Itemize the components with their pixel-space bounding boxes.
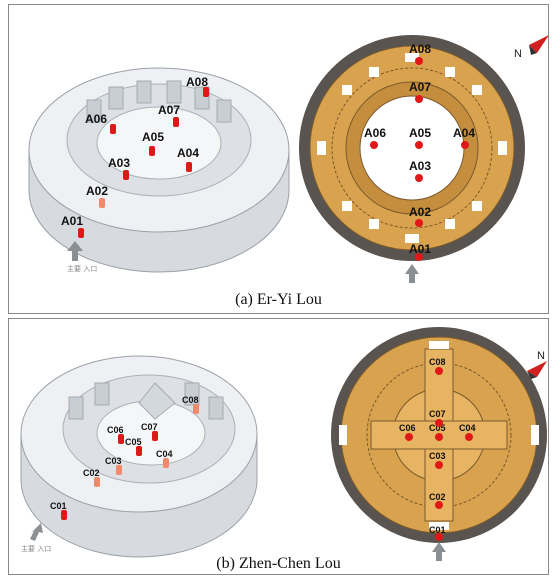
- sensor-label: C03: [429, 451, 446, 461]
- sensor-marker: [123, 170, 129, 180]
- sensor-label: A07: [409, 80, 431, 94]
- er-yi-lou-plan-markers: A01 A02 A03 A04 A05 A06 A07 A08: [364, 42, 475, 261]
- sensor-label: C01: [50, 501, 67, 511]
- sensor-label: C04: [459, 423, 476, 433]
- sensor-marker: [78, 228, 84, 238]
- entrance-text: 主要 入口: [21, 544, 51, 553]
- sensor-label: A05: [409, 126, 431, 140]
- sensor-label: A03: [108, 156, 130, 170]
- sensor-label: C05: [429, 423, 446, 433]
- er-yi-lou-plan: [299, 35, 525, 261]
- sensor-marker: [370, 141, 378, 149]
- sensor-label: C08: [182, 395, 199, 405]
- sensor-label: C06: [399, 423, 416, 433]
- sensor-label: C03: [105, 456, 122, 466]
- er-yi-lou-axonometric: [28, 67, 290, 273]
- north-arrow-icon: N: [514, 35, 549, 60]
- sensor-label: C04: [156, 449, 173, 459]
- sensor-marker: [99, 198, 105, 208]
- caption-a: (a) Er-Yi Lou: [235, 291, 322, 308]
- sensor-marker: [415, 141, 423, 149]
- sensor-marker: [415, 57, 423, 65]
- caption-b: (b) Zhen-Chen Lou: [216, 555, 341, 572]
- sensor-marker: [435, 433, 443, 441]
- sensor-marker: [173, 117, 179, 127]
- sensor-marker: [116, 465, 122, 475]
- sensor-label: A02: [409, 205, 431, 219]
- entrance-arrow-icon: [432, 542, 446, 561]
- north-label: N: [514, 48, 522, 60]
- sensor-marker: [61, 510, 67, 520]
- zhen-chen-lou-plan-markers: C01 C02 C03 C04 C05 C06 C07 C08: [399, 357, 476, 541]
- sensor-marker: [465, 433, 473, 441]
- sensor-marker: [136, 446, 142, 456]
- sensor-marker: [193, 404, 199, 414]
- entrance-text: 主要 入口: [67, 264, 97, 273]
- sensor-marker: [203, 87, 209, 97]
- sensor-marker: [415, 253, 423, 261]
- sensor-marker: [152, 431, 158, 441]
- sensor-marker: [405, 433, 413, 441]
- sensor-marker: [186, 162, 192, 172]
- sensor-marker: [461, 141, 469, 149]
- sensor-label: A06: [85, 112, 107, 126]
- sensor-label: A01: [409, 242, 431, 256]
- sensor-marker: [435, 533, 443, 541]
- north-arrow-icon: N: [527, 350, 547, 379]
- sensor-label: A01: [61, 214, 83, 228]
- sensor-label: C01: [429, 525, 446, 535]
- sensor-label: A07: [158, 103, 180, 117]
- entrance-arrow-icon: 主要 入口: [67, 241, 97, 273]
- sensor-marker: [163, 458, 169, 468]
- zhen-chen-lou-axonometric: [20, 355, 258, 558]
- sensor-label: C02: [429, 492, 446, 502]
- sensor-marker: [435, 367, 443, 375]
- sensor-marker: [118, 434, 124, 444]
- north-label: N: [537, 350, 545, 362]
- sensor-marker: [435, 501, 443, 509]
- sensor-label: A08: [186, 75, 208, 89]
- entrance-arrow-icon: 主要 入口: [21, 523, 51, 553]
- sensor-marker: [415, 219, 423, 227]
- sensor-label: A03: [409, 159, 431, 173]
- sensor-label: C06: [107, 425, 124, 435]
- sensor-label: C05: [125, 437, 142, 447]
- sensor-label: C07: [429, 409, 446, 419]
- sensor-marker: [415, 95, 423, 103]
- sensor-label: A08: [409, 42, 431, 56]
- sensor-marker: [415, 174, 423, 182]
- sensor-marker: [110, 124, 116, 134]
- sensor-marker: [149, 146, 155, 156]
- sensor-label: C02: [83, 468, 100, 478]
- sensor-label: A06: [364, 126, 386, 140]
- sensor-label: A05: [142, 130, 164, 144]
- sensor-label: A04: [177, 146, 199, 160]
- entrance-arrow-icon: [405, 264, 419, 283]
- sensor-marker: [435, 461, 443, 469]
- sensor-label: A02: [86, 184, 108, 198]
- sensor-marker: [435, 419, 443, 427]
- sensor-marker: [94, 477, 100, 487]
- sensor-label: A04: [453, 126, 475, 140]
- sensor-label: C08: [429, 357, 446, 367]
- sensor-label: C07: [141, 422, 158, 432]
